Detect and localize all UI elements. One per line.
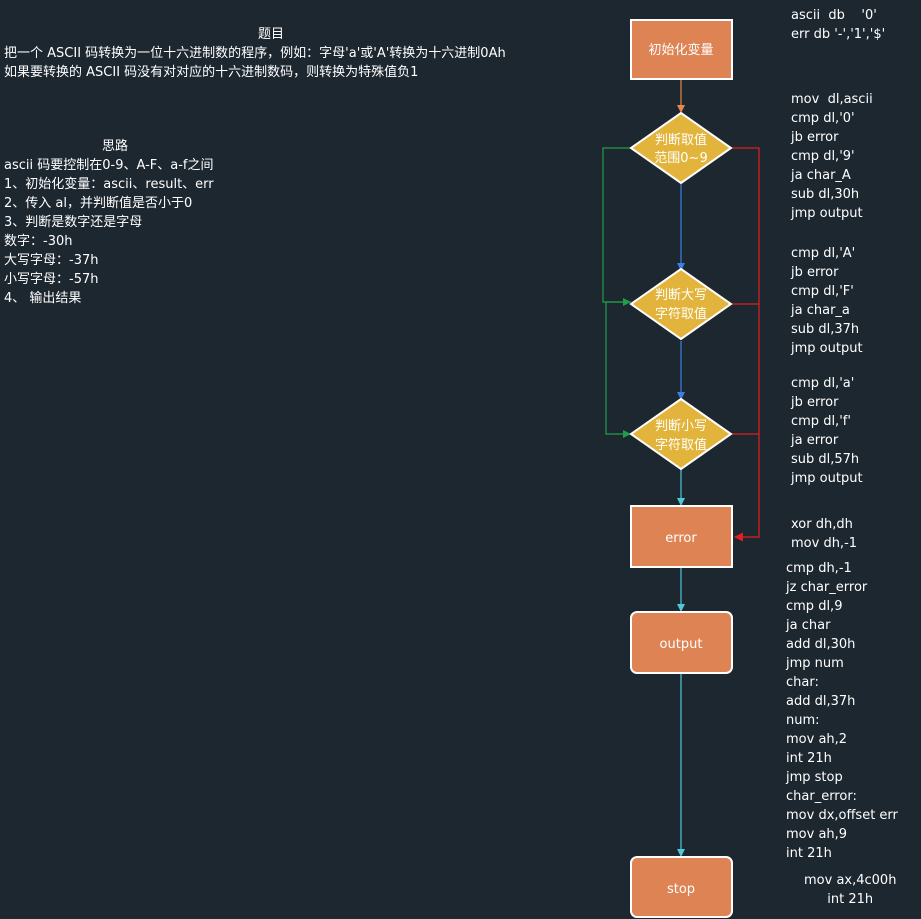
node-decision-digit: 判断取值 范围0~9	[629, 111, 733, 185]
code-line: jmp stop	[786, 770, 843, 785]
node-decision-digit-line1: 判断取值	[655, 132, 707, 148]
node-decision-upper-line2: 字符取值	[655, 306, 707, 322]
arrow-green-d1-to-d2	[602, 147, 631, 306]
code-line: cmp dl,'9'	[791, 149, 855, 164]
idea-lines: ascii 码要控制在0-9、A-F、a-f之间 1、初始化变量：ascii、r…	[4, 156, 214, 308]
code-line: jmp num	[786, 656, 844, 671]
idea-line: 大写字母：-37h	[4, 253, 99, 268]
code-line: ja char_A	[791, 168, 851, 183]
code-line: sub dl,37h	[791, 322, 860, 337]
code-line: char_error:	[786, 789, 857, 804]
code-line: mov dh,-1	[791, 536, 858, 551]
code-line: int 21h	[786, 846, 832, 861]
code-line: cmp dl,'A'	[791, 246, 856, 261]
idea-line: 小写字母：-57h	[4, 272, 99, 287]
code-output: cmp dh,-1 jz char_error cmp dl,9 ja char…	[786, 559, 898, 863]
idea-line: 1、初始化变量：ascii、result、err	[4, 177, 214, 192]
code-line: jmp output	[791, 471, 863, 486]
code-line: xor dh,dh	[791, 517, 853, 532]
code-line: int 21h	[786, 751, 832, 766]
code-line: cmp dl,'F'	[791, 284, 854, 299]
code-line: cmp dl,'f'	[791, 414, 851, 429]
code-line: add dl,37h	[786, 694, 856, 709]
code-line: jb error	[791, 395, 839, 410]
node-decision-upper: 判断大写 字符取值	[629, 267, 733, 341]
code-line: jb error	[791, 130, 839, 145]
node-error-label: error	[665, 531, 697, 546]
code-line: sub dl,30h	[791, 187, 860, 202]
node-error: error	[630, 505, 733, 568]
code-line: mov ax,4c00h	[804, 873, 897, 888]
node-output: output	[630, 611, 733, 674]
code-vars: ascii db '0' err db '-','1','$'	[791, 6, 885, 44]
code-line: cmp dl,'0'	[791, 111, 855, 126]
code-error: xor dh,dh mov dh,-1	[791, 515, 857, 553]
node-init-label: 初始化变量	[648, 42, 713, 58]
node-decision-lower-line1: 判断小写	[655, 419, 707, 434]
problem-title: 题目	[258, 27, 285, 42]
code-line: mov ah,9	[786, 827, 848, 842]
node-decision-lower: 判断小写 字符取值	[629, 397, 733, 471]
code-line: mov ah,2	[786, 732, 848, 747]
code-line: mov dl,ascii	[791, 92, 873, 107]
node-output-label: output	[660, 637, 703, 652]
node-decision-digit-line2: 范围0~9	[654, 151, 707, 166]
idea-title: 思路	[102, 139, 129, 154]
code-line: ja char_a	[791, 303, 850, 318]
code-line: jb error	[791, 265, 839, 280]
code-stop: mov ax,4c00h int 21h	[804, 871, 896, 909]
code-line: cmp dh,-1	[786, 561, 852, 576]
code-line: sub dl,57h	[791, 452, 860, 467]
idea-line: 4、 输出结果	[4, 291, 82, 306]
code-line: jz char_error	[786, 580, 868, 595]
idea-line: 3、判断是数字还是字母	[4, 215, 143, 230]
code-line: jmp output	[791, 341, 863, 356]
code-digit: mov dl,ascii cmp dl,'0' jb error cmp dl,…	[791, 90, 873, 223]
arrow-green-d2-to-d3	[605, 301, 631, 438]
node-stop-label: stop	[667, 882, 695, 897]
code-line: int 21h	[827, 892, 874, 907]
code-line: cmp dl,'a'	[791, 376, 855, 391]
idea-line: ascii 码要控制在0-9、A-F、a-f之间	[4, 158, 214, 173]
node-decision-upper-line1: 判断大写	[655, 288, 707, 303]
code-line: add dl,30h	[786, 637, 856, 652]
code-line: num:	[786, 713, 820, 728]
code-lower: cmp dl,'a' jb error cmp dl,'f' ja error …	[791, 374, 863, 488]
code-line: ja error	[791, 433, 839, 448]
idea-line: 数字：-30h	[4, 234, 73, 249]
code-line: err db '-','1','$'	[791, 27, 886, 42]
node-init: 初始化变量	[630, 19, 733, 80]
node-stop: stop	[630, 856, 733, 918]
problem-line-1: 把一个 ASCII 码转换为一位十六进制数的程序，例如：字母'a'或'A'转换为…	[4, 46, 506, 61]
code-line: ja char	[786, 618, 831, 633]
arrow-red-d1-to-error	[731, 147, 760, 542]
node-decision-lower-line2: 字符取值	[655, 437, 707, 453]
code-upper: cmp dl,'A' jb error cmp dl,'F' ja char_a…	[791, 244, 863, 358]
problem-line-2: 如果要转换的 ASCII 码没有对对应的十六进制数码，则转换为特殊值负1	[4, 65, 419, 80]
code-line: mov dx,offset err	[786, 808, 898, 823]
code-line: cmp dl,9	[786, 599, 843, 614]
idea-line: 2、传入 al，并判断值是否小于0	[4, 196, 193, 211]
code-line: jmp output	[791, 206, 863, 221]
code-line: char:	[786, 675, 819, 690]
code-line: ascii db '0'	[791, 8, 877, 23]
